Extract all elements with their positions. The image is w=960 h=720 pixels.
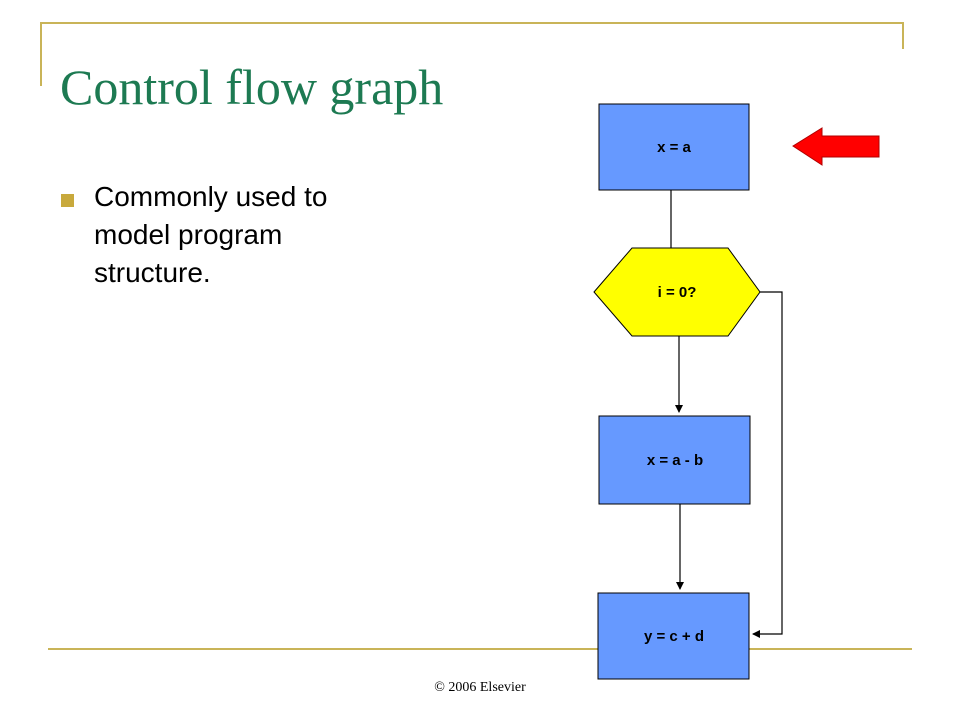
- bottom-accent-line: [48, 648, 912, 650]
- top-accent-line: [40, 22, 904, 24]
- node-decision-label: i = 0?: [658, 284, 697, 301]
- right-accent-line: [902, 22, 904, 49]
- node-x-eq-a-minus-b-label: x = a - b: [647, 452, 703, 469]
- pointer-arrow-icon: [792, 127, 880, 166]
- bullet-square-icon: [61, 194, 74, 207]
- node-x-eq-a-minus-b: [598, 415, 751, 505]
- copyright-footer: © 2006 Elsevier: [434, 680, 526, 695]
- node-x-eq-a: [598, 103, 750, 191]
- slide-title: Control flow graph: [60, 59, 444, 115]
- node-y-eq-c-plus-d-label: y = c + d: [644, 628, 704, 645]
- edge-decision-to-y-bypass: [752, 291, 783, 638]
- node-decision-i-eq-0: [593, 247, 761, 337]
- left-accent-line: [40, 22, 42, 86]
- bullet-text: Commonly used to model program structure…: [94, 181, 328, 288]
- node-y-eq-c-plus-d: [597, 592, 750, 680]
- node-x-eq-a-label: x = a: [657, 139, 691, 156]
